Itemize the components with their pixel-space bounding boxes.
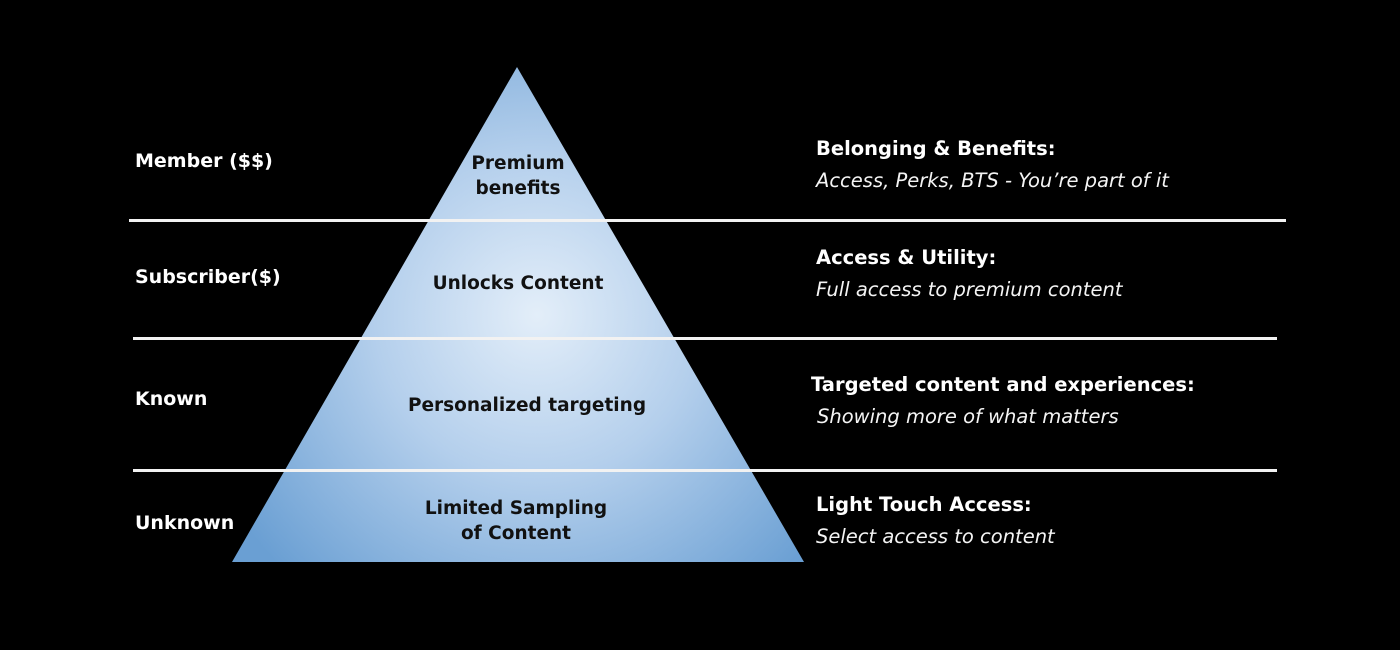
tier-label-subscriber: Subscriber($) — [135, 266, 281, 288]
tier-divider-2 — [133, 337, 1277, 340]
desc-title: Access & Utility: — [816, 246, 997, 269]
pyramid-triangle — [232, 67, 804, 562]
desc-unknown: Light Touch Access: Select access to con… — [816, 489, 1055, 553]
desc-subtitle: Select access to content — [816, 525, 1055, 548]
pyramid-text-line: of Content — [460, 523, 572, 544]
pyramid-text-line: Unlocks Content — [432, 273, 604, 294]
desc-subtitle: Access, Perks, BTS - You’re part of it — [816, 169, 1169, 192]
tier-divider-1 — [129, 219, 1286, 222]
pyramid-text-line: benefits — [475, 178, 561, 199]
desc-subscriber: Access & Utility: Full access to premium… — [816, 242, 1123, 306]
tier-divider-3 — [133, 469, 1277, 472]
pyramid-text-line: Premium — [471, 153, 565, 174]
pyramid-text-line: Personalized targeting — [407, 395, 647, 416]
pyramid-text-subscriber: Unlocks Content — [433, 271, 604, 296]
pyramid-text-unknown: Limited Sampling of Content — [425, 496, 607, 546]
pyramid-text-member: Premium benefits — [471, 151, 564, 201]
pyramid-text-line: Limited Sampling — [424, 498, 608, 519]
pyramid-text-known: Personalized targeting — [408, 393, 646, 418]
desc-title: Targeted content and experiences: — [811, 373, 1195, 396]
desc-subtitle: Full access to premium content — [816, 278, 1123, 301]
desc-known: Targeted content and experiences: Showin… — [811, 369, 1195, 433]
tier-label-unknown: Unknown — [135, 512, 235, 534]
desc-title: Belonging & Benefits: — [816, 137, 1056, 160]
tier-label-member: Member ($$) — [135, 150, 273, 172]
desc-member: Belonging & Benefits: Access, Perks, BTS… — [816, 133, 1169, 197]
desc-title: Light Touch Access: — [816, 493, 1032, 516]
desc-subtitle: Showing more of what matters — [817, 405, 1119, 428]
tier-label-known: Known — [135, 388, 208, 410]
